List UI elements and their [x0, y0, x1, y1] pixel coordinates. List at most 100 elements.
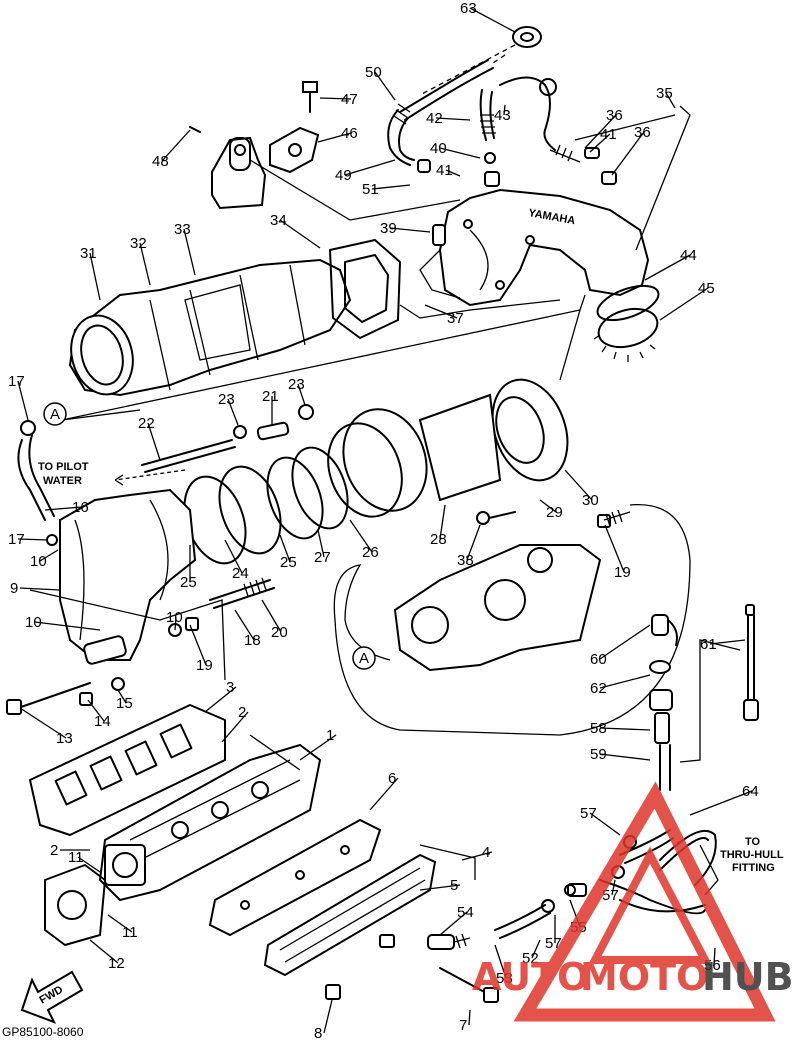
part-23-clamps — [233, 404, 314, 439]
leader-line — [39, 549, 59, 562]
part-4-cover-assy — [263, 853, 437, 977]
callout-number: 3 — [226, 679, 234, 696]
part-9-main-pipe — [59, 488, 197, 661]
callout-number: 59 — [590, 746, 607, 763]
callout-number: 26 — [362, 544, 379, 561]
bracket-line-4 — [419, 844, 476, 880]
part-6-cover — [208, 818, 382, 937]
part-16-hose — [17, 434, 55, 521]
callout-number: 20 — [271, 624, 288, 641]
part-21-fitting — [256, 421, 290, 441]
callout-number: 31 — [80, 245, 97, 262]
leader-line — [261, 599, 282, 633]
part-58-62-fittings — [649, 614, 678, 791]
callout-number: 35 — [656, 85, 673, 102]
leader-line — [317, 529, 325, 558]
connector-a-label: A — [359, 650, 369, 667]
callout-number: 25 — [280, 554, 297, 571]
leader-line — [531, 939, 541, 959]
callout-number: 60 — [590, 651, 607, 668]
callout-number: 23 — [288, 376, 305, 393]
hose-loop-lower — [333, 503, 691, 736]
leader-line — [297, 383, 306, 406]
part-26-30-hoses — [183, 378, 569, 565]
connector-a-marker: A — [43, 402, 67, 426]
callout-number: 2 — [50, 842, 58, 859]
leader-line — [19, 587, 61, 591]
leader-line — [117, 689, 127, 704]
callout-number: 61 — [700, 636, 717, 653]
leader-line — [221, 711, 249, 743]
note-to-pilot-water: TO PILOT WATER — [38, 461, 89, 487]
part-1-manifold — [98, 743, 322, 902]
leader-line — [389, 227, 431, 233]
leader-line — [204, 686, 237, 713]
callout-number: 1 — [326, 727, 334, 744]
callout-number: 32 — [130, 235, 147, 252]
part-13-15-bolts — [6, 677, 125, 715]
callout-number: 22 — [138, 415, 155, 432]
callout-number: 38 — [457, 552, 474, 569]
part-18-20-pipe — [209, 577, 275, 609]
leader-line — [494, 944, 507, 979]
leader-line — [689, 790, 753, 816]
callout-number: 5 — [450, 877, 458, 894]
connector-a-marker: A — [352, 646, 376, 670]
callout-number: 40 — [430, 140, 447, 157]
part-63-cap — [512, 26, 542, 48]
leader-line — [17, 380, 29, 421]
leader-line — [564, 469, 593, 501]
callout-number: 18 — [244, 632, 261, 649]
callout-number: 10 — [30, 553, 47, 570]
assembly-outline-upper — [61, 294, 586, 421]
leader-line — [89, 939, 119, 964]
callout-number: 4 — [482, 844, 490, 861]
leader-line — [599, 727, 651, 731]
engine-block — [393, 544, 602, 672]
leader-line — [419, 884, 461, 891]
leader-line — [469, 7, 516, 33]
part-31-33-pipe-section — [68, 258, 352, 397]
callout-number: 17 — [8, 531, 25, 548]
leader-line — [439, 147, 481, 159]
callout-number: 25 — [180, 574, 197, 591]
pilot-water-arrowhead — [114, 474, 124, 486]
watermark-logo: AUTO MOTO HUB — [472, 781, 794, 1022]
callout-number: 50 — [365, 64, 382, 81]
leader-line — [279, 534, 291, 563]
callout-number: 53 — [496, 970, 513, 987]
callout-number: 7 — [459, 1017, 467, 1034]
leader-line — [539, 499, 557, 513]
part-44-45-gaskets — [593, 284, 660, 362]
note-water: WATER — [43, 475, 82, 487]
leader-line — [468, 1009, 471, 1026]
leader-line — [299, 734, 337, 761]
leader-line — [369, 777, 399, 811]
assembly-outline-mid — [29, 409, 226, 681]
callout-number: 10 — [25, 614, 42, 631]
leader-line — [665, 92, 676, 109]
bracket-line-61 — [679, 639, 741, 763]
connector-a-label: A — [50, 406, 60, 423]
callout-number: 33 — [174, 221, 191, 238]
leader-line — [599, 674, 651, 689]
callout-number: 39 — [380, 220, 397, 237]
bracket-line-1 — [249, 734, 301, 771]
callout-number: 11 — [122, 924, 138, 941]
callout-number: 46 — [341, 125, 358, 142]
leader-line — [374, 71, 396, 101]
callout-number: 6 — [388, 770, 396, 787]
watermark-hub: HUB — [702, 955, 794, 999]
callout-number: 57 — [580, 805, 597, 822]
leader-line — [87, 699, 105, 722]
hose-dashed-top — [419, 44, 516, 96]
leader-line — [589, 812, 621, 836]
leader-line — [317, 132, 352, 143]
leader-line — [611, 131, 645, 176]
leader-line — [17, 538, 49, 541]
note-to: TO — [745, 836, 761, 848]
part-42-43-hoses — [479, 76, 557, 151]
callout-number: 41 — [600, 126, 617, 143]
